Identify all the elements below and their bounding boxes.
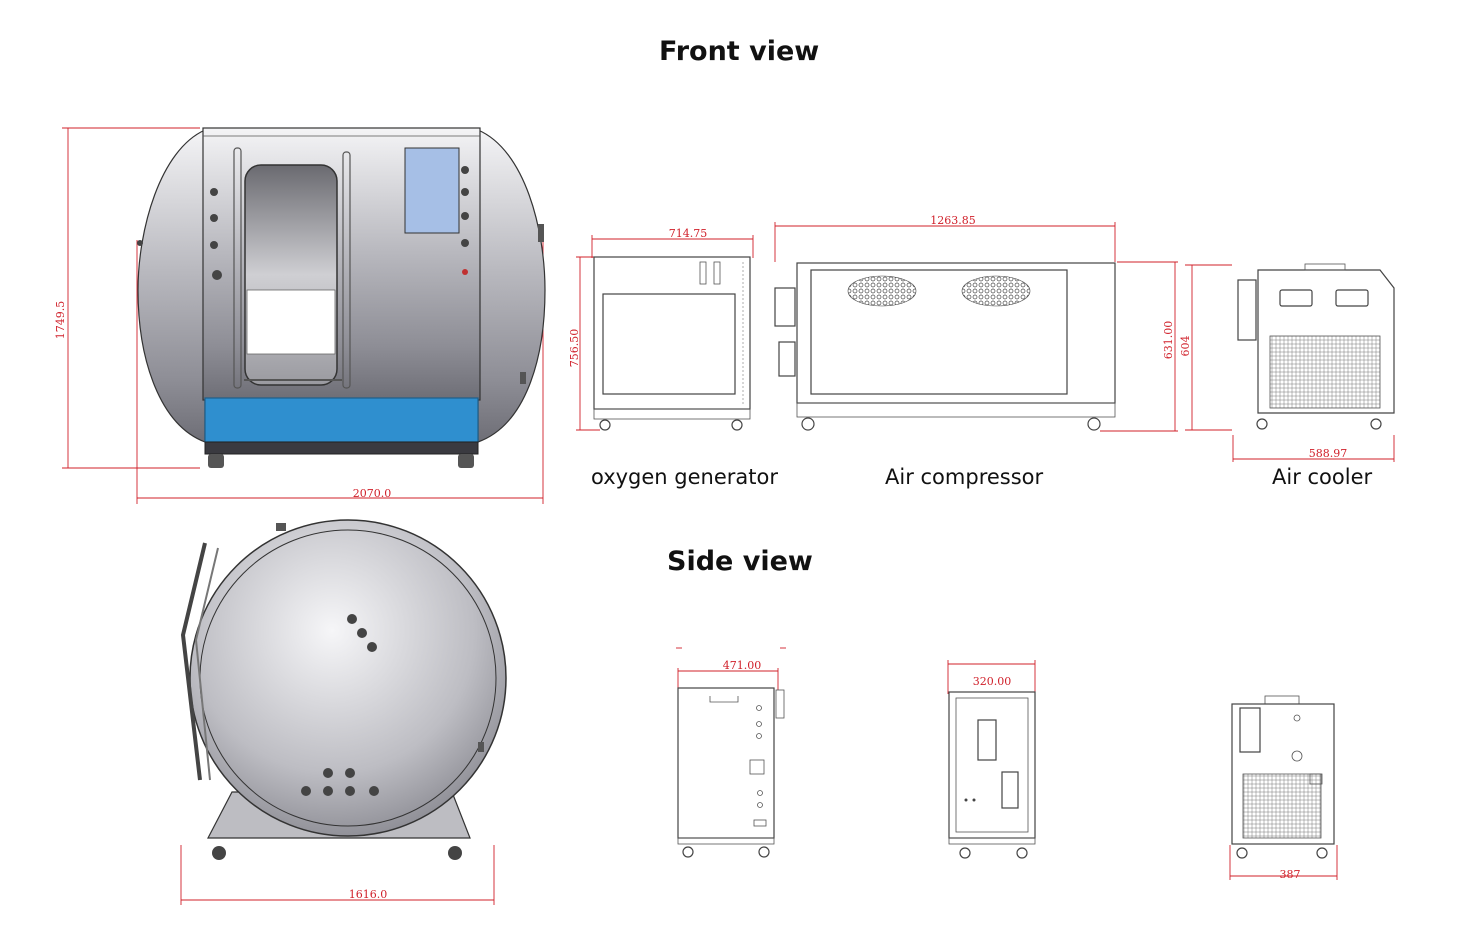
oxygen-width-dim: 714.75 (669, 227, 708, 240)
cooler-depth-dim: 387 (1280, 868, 1301, 881)
cooler-width-dim: 588.97 (1309, 447, 1348, 460)
air-cooler-side: 387 (1229, 695, 1338, 881)
chamber-front: 1749.5 2070.0 (54, 127, 546, 504)
air-compressor-front: 1263.85 631.00 (774, 214, 1178, 432)
oxygen-generator-front: 714.75 756.50 (568, 227, 754, 431)
cooler-height-dim: 604 (1179, 336, 1192, 357)
compressor-depth-dim: 320.00 (973, 675, 1012, 688)
oxygen-generator-caption: oxygen generator (591, 465, 778, 489)
compressor-height-dim: 631.00 (1162, 321, 1175, 360)
chamber-side: 1616.0 (180, 519, 507, 905)
air-compressor-side: 320.00 (947, 660, 1036, 859)
oxygen-height-dim: 756.50 (568, 329, 581, 368)
chamber-height-dim: 1749.5 (54, 301, 67, 340)
air-compressor-caption: Air compressor (885, 465, 1044, 489)
chamber-depth-dim: 1616.0 (349, 888, 388, 901)
air-cooler-front: 604 588.97 (1179, 263, 1395, 462)
compressor-width-dim: 1263.85 (930, 214, 976, 227)
front-view-title: Front view (659, 36, 820, 67)
oxygen-generator-side: 471.00 (676, 647, 786, 858)
oxygen-depth-dim: 471.00 (723, 659, 762, 672)
chamber-width-dim: 2070.0 (353, 487, 392, 500)
side-view-title: Side view (667, 546, 813, 577)
air-cooler-caption: Air cooler (1272, 465, 1373, 489)
